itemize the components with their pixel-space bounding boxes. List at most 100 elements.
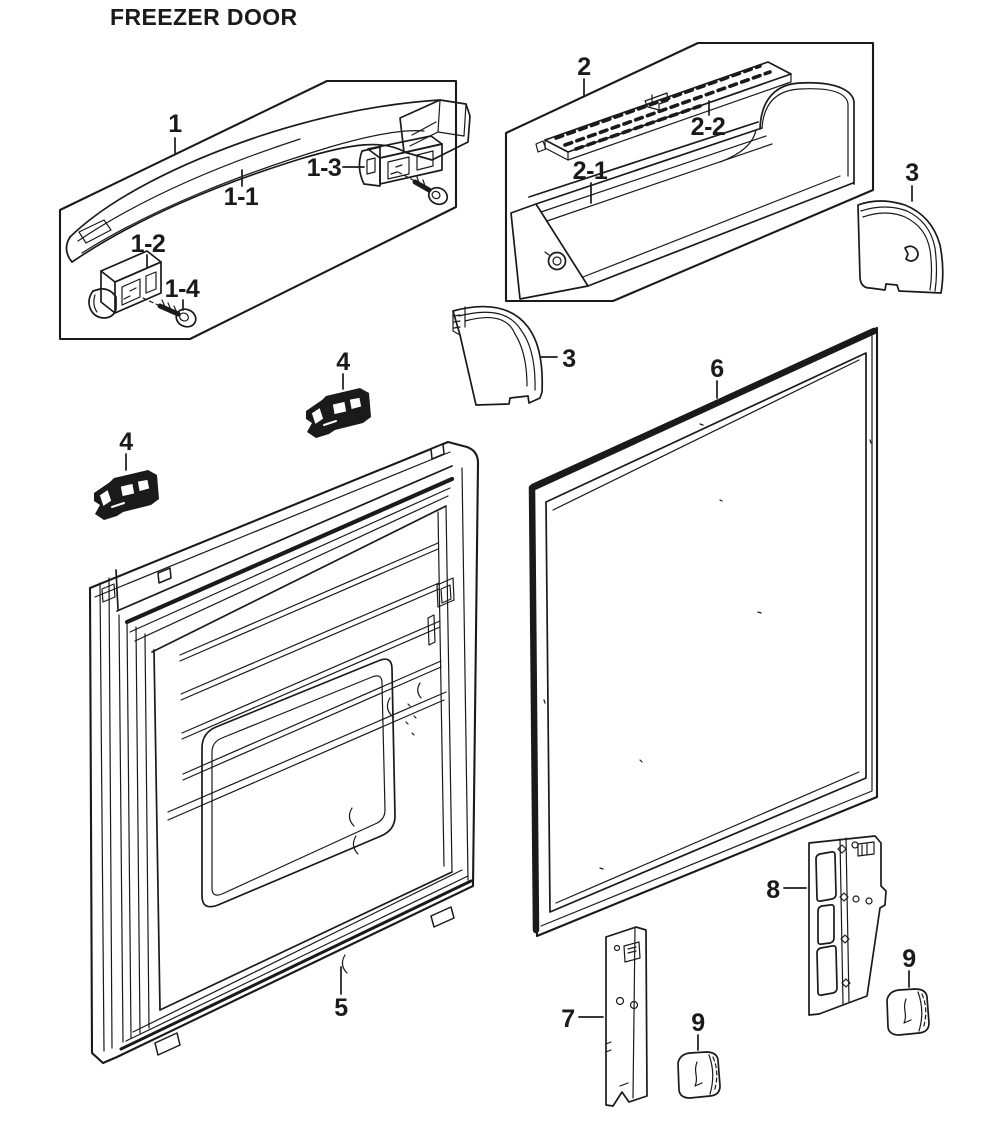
grille-slot-row [574,104,702,151]
callouts: 1 1-1 1-2 1-3 1-4 2 2-1 2-2 3 3 4 4 5 6 … [119,53,919,1051]
door-top-rail-lines [129,487,451,642]
bin-back-edge [528,121,759,198]
plate-hole [865,897,873,905]
plate-outline [808,835,887,1016]
screw-shaft [157,303,181,317]
grille-slot-row [563,70,772,147]
cap-dashed-arc [712,1056,718,1093]
bin-right-wall [759,81,855,185]
rail-clip-right [306,388,371,438]
door-bottom-band-heavy [119,879,473,1051]
bracket-c-notch [366,157,376,175]
clip-slot2 [136,478,151,493]
handle-end-channel [399,99,471,161]
part-label-5: 5 [334,994,348,1022]
bin-right-wall-inner [761,88,849,177]
bracket-slot [387,156,410,180]
screw-alignment-dash [142,297,159,306]
cap-tab-ticks [453,314,461,329]
gasket-innermost-line [552,359,860,904]
plate-outline [605,926,648,1107]
bracket-end-cap-line [93,294,98,313]
gasket-specks [543,423,872,870]
screw-head-inner [431,190,441,200]
group-box-outline [504,41,875,303]
screw-threads [416,176,427,190]
clip-slot [119,482,136,498]
cap-inner-curve [860,206,938,292]
part-label-9-left: 9 [691,1009,704,1037]
plate-hole [629,1000,639,1010]
door-outline [88,440,480,1065]
group-box-outline [58,79,458,341]
corner-cap-left [452,305,544,406]
bracket-slot2 [145,271,157,294]
handle-bracket-left [88,250,162,319]
part-label-9-right: 9 [902,945,915,973]
part-label-2: 2 [577,53,590,81]
bin-grille [535,61,792,161]
plate-hole [615,996,625,1006]
part-label-8: 8 [766,876,780,904]
bin-screw-boss [547,251,567,271]
clip-slot2 [348,396,363,411]
bin-rim-top [535,127,763,205]
plate-fold-line [839,837,850,1005]
door-bottom-band-lines [125,869,469,1042]
handle-part [65,99,471,263]
bracket-inner-marks [123,287,137,300]
door-liner-bottom [159,871,453,1011]
door-drain-arcs [341,682,422,974]
bin-rim-mid [540,135,767,213]
cap-inner-arc [708,1054,714,1095]
gasket-inner-frame [545,352,867,913]
cap-stem-mark [694,1061,703,1087]
door-speck-dots [405,703,417,736]
plate-diamond-holes [837,844,851,988]
door-top-front-line [115,465,453,612]
clip-detail-line [111,502,125,508]
screw-shaft [412,179,432,193]
grille-thickness [544,73,792,161]
door-liner-top [151,505,447,653]
handle-end-channel-inner [409,99,467,147]
door-left-tab [101,583,116,603]
part-label-1-4: 1-4 [165,275,200,303]
round-cap-right [886,988,930,1036]
bracket-slot [121,278,141,306]
screw-head [427,186,449,206]
cap-outline [886,988,930,1036]
corner-cap-right [857,200,944,294]
part-label-3-left: 3 [562,345,575,373]
bracket-front-face [114,261,162,314]
gasket-inner-line [540,335,873,927]
door-foot-left [154,1032,181,1056]
part-label-1-2: 1-2 [131,230,166,258]
page-title: FREEZER DOOR [110,4,298,30]
cap-dashed-arc [921,993,927,1030]
plate-slot [623,941,641,963]
handle-tip-patch [78,219,112,244]
bin-front-bottom [587,182,854,287]
bin-front-line [582,175,841,278]
part-label-2-2: 2-2 [691,113,726,141]
cap-stem-mark [903,998,912,1024]
part-label-6: 6 [710,355,723,383]
screw-alignment-dash [397,171,414,181]
part-label-7: 7 [561,1005,574,1033]
cap-inner-arc [917,991,923,1032]
screw-head [175,308,197,328]
plate-hole [851,841,859,849]
bracket-left-face [100,270,116,314]
door-recess-outline [201,658,396,908]
group-bin-assembly [504,41,875,303]
handle-mid-line2 [81,130,425,254]
plate-hole [852,895,860,903]
door-top-clip-right [430,443,445,460]
door-recess-inner [211,675,386,896]
gasket-outer-frame [530,326,879,938]
grille-corner-tab [535,140,547,153]
part-label-1-1: 1-1 [224,183,259,211]
door-rib [182,660,442,781]
